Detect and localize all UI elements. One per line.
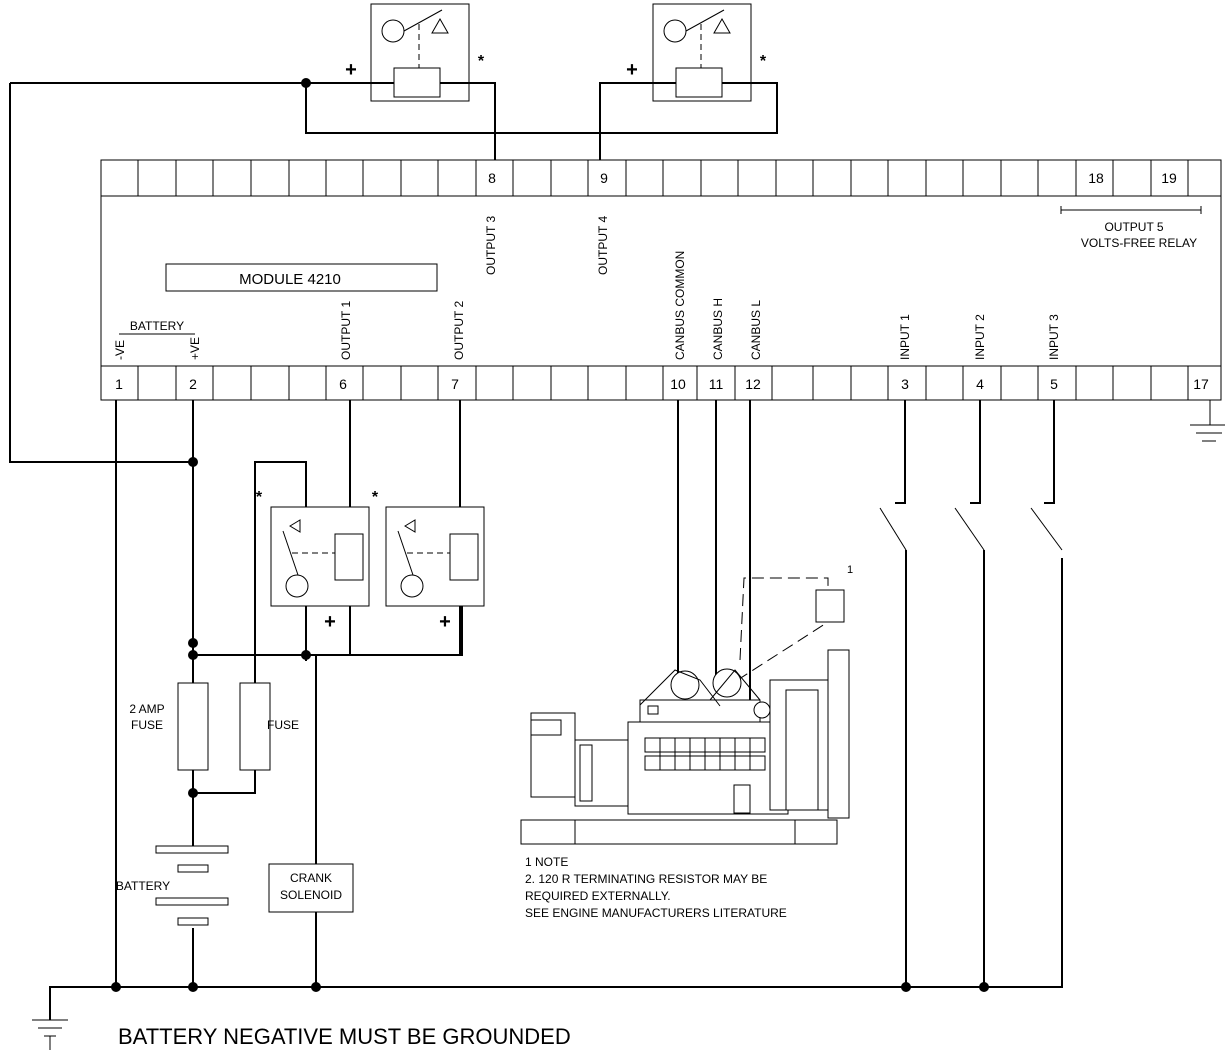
label-canbus-l: CANBUS L xyxy=(749,300,763,360)
terminal-18: 18 xyxy=(1088,170,1104,186)
label-neg-ve: -VE xyxy=(113,340,127,360)
label-canbus-common: CANBUS COMMON xyxy=(673,251,687,360)
fuse-crank xyxy=(239,682,271,771)
module-name-box xyxy=(165,263,438,292)
label-output2: OUTPUT 2 xyxy=(452,301,466,360)
relay3-plus: + xyxy=(345,59,357,81)
terminal-17: 17 xyxy=(1193,376,1209,392)
crank-solenoid xyxy=(268,863,354,913)
label-input3: INPUT 3 xyxy=(1047,314,1061,360)
generator-set-illustration xyxy=(520,649,850,845)
relay4-plus: + xyxy=(626,59,638,81)
terminal-11: 11 xyxy=(709,376,724,392)
relay4-star: * xyxy=(760,53,767,70)
relay2-plus: + xyxy=(439,611,451,633)
terminal-8: 8 xyxy=(488,170,496,186)
relay1-star: * xyxy=(256,489,263,506)
relay3-star: * xyxy=(478,53,485,70)
label-battery-group: BATTERY xyxy=(130,319,184,333)
ground-warning: BATTERY NEGATIVE MUST BE GROUNDED xyxy=(118,1024,571,1049)
note-line-3: REQUIRED EXTERNALLY. xyxy=(525,889,671,903)
relay1-plus: + xyxy=(324,611,336,633)
relay2-star: * xyxy=(372,489,379,506)
terminal-7: 7 xyxy=(451,376,459,392)
fuse-2amp-label-1: 2 AMP xyxy=(129,702,164,716)
module-title: MODULE 4210 xyxy=(239,271,341,288)
battery-symbol xyxy=(155,845,229,926)
ground-symbol xyxy=(32,1019,68,1050)
terminal-3: 3 xyxy=(901,376,909,392)
terminal-1: 1 xyxy=(115,376,123,392)
fuse-2amp xyxy=(177,682,209,771)
label-input2: INPUT 2 xyxy=(973,314,987,360)
label-canbus-h: CANBUS H xyxy=(711,298,725,360)
terminal-6: 6 xyxy=(339,376,347,392)
note-line-4: SEE ENGINE MANUFACTURERS LITERATURE xyxy=(525,906,787,920)
note-line-2: 2. 120 R TERMINATING RESISTOR MAY BE xyxy=(525,872,767,886)
terminal-4: 4 xyxy=(976,376,984,392)
relay-output2 xyxy=(385,506,485,607)
bottom-terminal-strip xyxy=(137,366,1189,400)
fuse-2amp-label-2: FUSE xyxy=(131,718,163,732)
input-switches xyxy=(879,400,1063,987)
label-output4: OUTPUT 4 xyxy=(596,216,610,275)
label-input1: INPUT 1 xyxy=(898,314,912,360)
crank-label-2: SOLENOID xyxy=(280,888,342,902)
terminal-2: 2 xyxy=(189,376,197,392)
terminating-resistor xyxy=(815,589,845,623)
note-line-1: 1 NOTE xyxy=(525,855,568,869)
terminal-12: 12 xyxy=(745,376,761,392)
relay-output3 xyxy=(370,3,470,102)
label-pos-ve: +VE xyxy=(188,337,202,360)
fuse-label: FUSE xyxy=(267,718,299,732)
label-output1: OUTPUT 1 xyxy=(339,301,353,360)
top-terminal-strip xyxy=(137,160,1189,196)
terminal17-ground xyxy=(1190,400,1225,442)
battery-label: BATTERY xyxy=(116,879,170,893)
label-volts-free-relay: VOLTS-FREE RELAY xyxy=(1081,236,1197,250)
terminal-19: 19 xyxy=(1161,170,1177,186)
terminal-10: 10 xyxy=(670,376,686,392)
crank-label-1: CRANK xyxy=(290,871,332,885)
label-output3: OUTPUT 3 xyxy=(484,216,498,275)
note-block: 1 NOTE 2. 120 R TERMINATING RESISTOR MAY… xyxy=(525,855,787,920)
label-output5: OUTPUT 5 xyxy=(1104,220,1163,234)
terminal-9: 9 xyxy=(600,170,608,186)
relay-output4 xyxy=(652,3,752,102)
resistor-ref: 1 xyxy=(847,564,853,576)
module-4210-body xyxy=(100,159,1222,401)
terminal-5: 5 xyxy=(1050,376,1058,392)
relay-output1 xyxy=(270,506,370,607)
